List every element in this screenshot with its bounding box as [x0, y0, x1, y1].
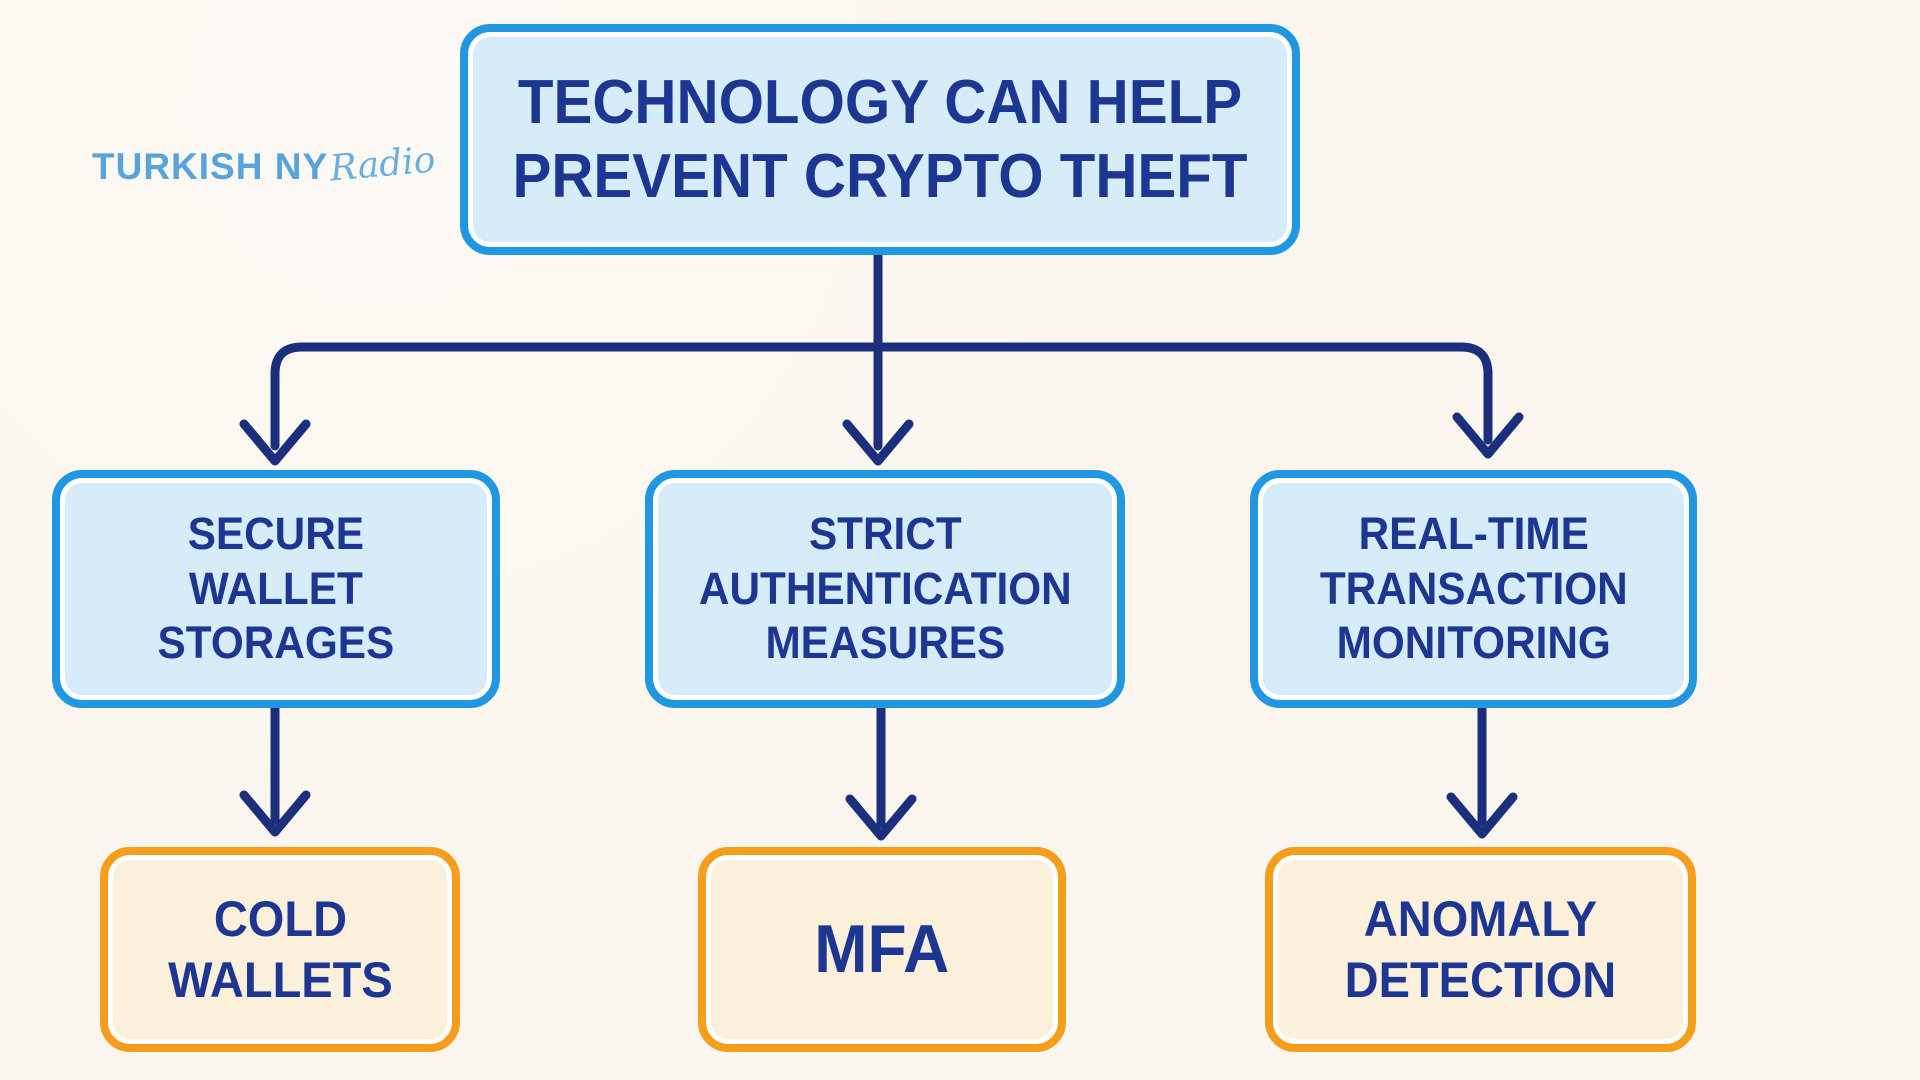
category-box-strict-authentication-measures: STRICT AUTHENTICATION MEASURES: [645, 470, 1125, 708]
arrowhead-middle-icon: [842, 419, 914, 466]
category-box-label: SECURE WALLET STORAGES: [157, 507, 395, 669]
arrowhead-left-icon: [239, 419, 311, 466]
category-box-secure-wallet-storages: SECURE WALLET STORAGES: [52, 470, 500, 708]
root-box-label: TECHNOLOGY CAN HELP PREVENT CRYPTO THEFT: [512, 68, 1248, 211]
brand-logo-script-text: Radio: [328, 139, 438, 190]
solution-box-cold-wallets: COLD WALLETS: [100, 847, 460, 1052]
solution-box-mfa: MFA: [698, 847, 1066, 1052]
category-box-label: REAL-TIME TRANSACTION MONITORING: [1319, 507, 1628, 669]
solution-box-anomaly-detection: ANOMALY DETECTION: [1265, 847, 1696, 1052]
arrowhead-right-icon: [1452, 412, 1524, 459]
solution-box-label: ANOMALY DETECTION: [1344, 890, 1617, 1008]
category-box-real-time-transaction-monitoring: REAL-TIME TRANSACTION MONITORING: [1250, 470, 1697, 708]
arrowhead-branch2-icon: [845, 794, 917, 841]
solution-box-label: MFA: [814, 911, 950, 988]
connector-rail-line: [270, 342, 1493, 451]
solution-box-label: COLD WALLETS: [167, 890, 393, 1008]
arrowhead-branch3-icon: [1446, 792, 1518, 839]
brand-logo-text: TURKISH NY: [92, 146, 329, 187]
arrowhead-branch1-icon: [239, 790, 311, 837]
root-box: TECHNOLOGY CAN HELP PREVENT CRYPTO THEFT: [460, 24, 1300, 255]
brand-logo: TURKISH NY Radio: [92, 139, 437, 189]
category-box-label: STRICT AUTHENTICATION MEASURES: [698, 507, 1072, 669]
